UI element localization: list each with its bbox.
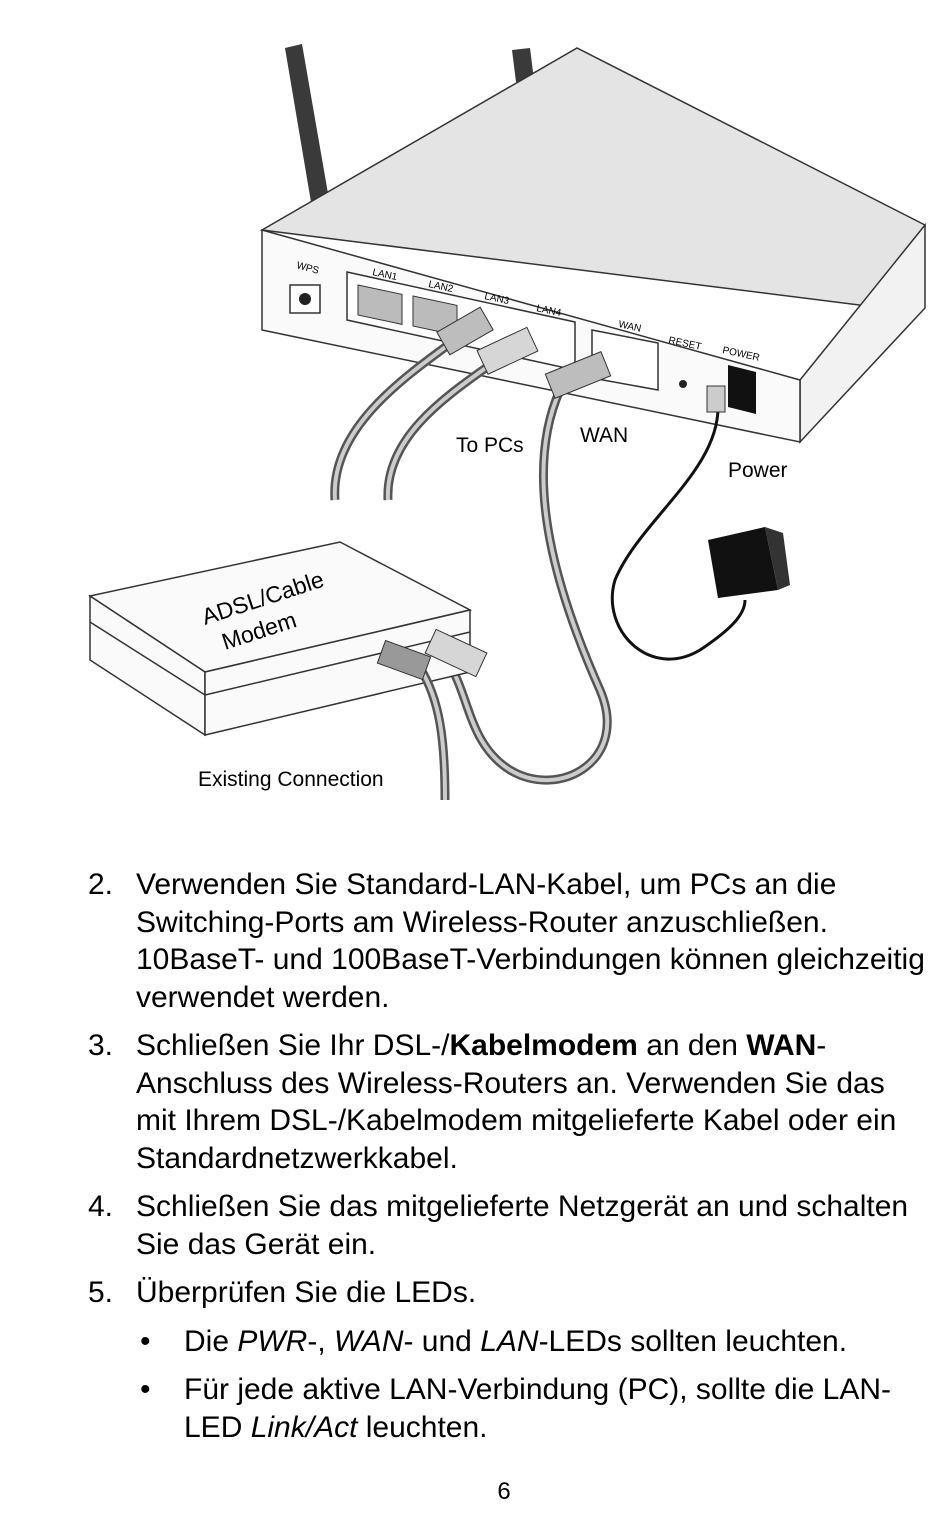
modem-seam	[89, 621, 206, 696]
power-adapter	[708, 527, 778, 598]
step-2: 2. Verwenden Sie Standard-LAN-Kabel, um …	[88, 866, 928, 1016]
lan-plug-2	[476, 326, 539, 375]
wan-port-label: WAN	[617, 319, 642, 335]
step-text: Schließen Sie Ihr DSL-/Kabelmodem an den…	[136, 1027, 928, 1177]
bullet-italic-link-act: Link/Act	[250, 1410, 358, 1444]
step-3: 3. Schließen Sie Ihr DSL-/Kabelmodem an …	[88, 1027, 928, 1177]
bullet-text: Die PWR-, WAN- und LAN-LEDs sollten leuc…	[184, 1323, 928, 1361]
wan-cable-core	[448, 389, 609, 782]
modem-seam-front	[204, 631, 471, 696]
router-connection-diagram: WPS LAN1 LAN2 LAN3 LAN4 WAN RESET POWER …	[88, 44, 926, 801]
step-text: Verwenden Sie Standard-LAN-Kabel, um PCs…	[136, 868, 925, 1014]
bullet-mark: •	[140, 1373, 151, 1406]
bullet-text: Für jede aktive LAN-Verbindung (PC), sol…	[184, 1371, 928, 1446]
power-plug	[706, 385, 726, 413]
bullet-text-part: - und	[403, 1324, 481, 1358]
page-number: 6	[497, 1478, 511, 1505]
existing-cable-core	[418, 666, 447, 801]
wps-button-dot	[299, 293, 311, 305]
step-text: Überprüfen Sie die LEDs.	[136, 1276, 477, 1309]
led-bullet-list: • Die PWR-, WAN- und LAN-LEDs sollten le…	[136, 1323, 928, 1447]
lan2-label: LAN2	[427, 279, 454, 295]
wan-plug	[544, 351, 612, 399]
step-bold-wan: WAN	[746, 1029, 817, 1062]
power-label: Power	[728, 459, 788, 482]
bullet-italic-pwr: PWR	[237, 1324, 308, 1358]
lan-cable-1-core	[332, 338, 457, 501]
antenna-right	[512, 48, 534, 82]
modem-plug-1	[376, 639, 432, 681]
bullet-text-part: leuchten.	[357, 1410, 488, 1444]
bullet-text-part: Für jede aktive LAN-Verbindung (PC), sol…	[184, 1373, 891, 1444]
lan1-label: LAN1	[371, 267, 398, 283]
power-cable	[610, 404, 747, 661]
bullet-item: • Die PWR-, WAN- und LAN-LEDs sollten le…	[136, 1323, 928, 1361]
instruction-list: 2. Verwenden Sie Standard-LAN-Kabel, um …	[88, 866, 928, 1457]
existing-connection-label: Existing Connection	[198, 768, 384, 791]
step-number: 3.	[88, 1029, 114, 1062]
wps-button	[289, 284, 321, 314]
lan-cable-2-core	[385, 363, 492, 501]
to-pcs-label: To PCs	[456, 434, 524, 457]
step-5: 5. Überprüfen Sie die LEDs.	[88, 1274, 928, 1312]
lan4-label: LAN4	[535, 303, 562, 319]
bullet-italic-lan: LAN	[480, 1324, 539, 1358]
step-number: 5.	[88, 1276, 114, 1309]
reset-button	[679, 380, 687, 388]
bullet-italic-wan: WAN	[334, 1324, 404, 1358]
bullet-text-part: -,	[307, 1324, 335, 1358]
step-number: 2.	[88, 868, 114, 901]
lan3-label: LAN3	[483, 291, 510, 307]
lan1-port	[357, 284, 403, 325]
step-text-part: an den	[637, 1029, 747, 1062]
antenna-left	[285, 44, 330, 208]
lan-plug-1	[436, 306, 494, 356]
step-text-part: -Anschluss des Wireless-Routers an. Verw…	[136, 1029, 897, 1175]
step-text: Schließen Sie das mitgelieferte Netzgerä…	[136, 1190, 909, 1261]
power-adapter-side	[765, 527, 790, 590]
wan-label: WAN	[580, 424, 628, 447]
bullet-text-part: -LEDs sollten leuchten.	[538, 1324, 848, 1358]
power-port	[728, 365, 756, 414]
bullet-item: • Für jede aktive LAN-Verbindung (PC), s…	[136, 1371, 928, 1446]
bullet-text-part: Die	[184, 1324, 238, 1358]
step-4: 4. Schließen Sie das mitgelieferte Netzg…	[88, 1188, 928, 1263]
modem-plug-2	[424, 628, 488, 678]
step-text-part: Schließen Sie Ihr DSL-/	[136, 1029, 450, 1062]
step-bold-kabelmodem: Kabelmodem	[449, 1029, 638, 1062]
bullet-mark: •	[140, 1324, 151, 1358]
step-number: 4.	[88, 1190, 114, 1223]
